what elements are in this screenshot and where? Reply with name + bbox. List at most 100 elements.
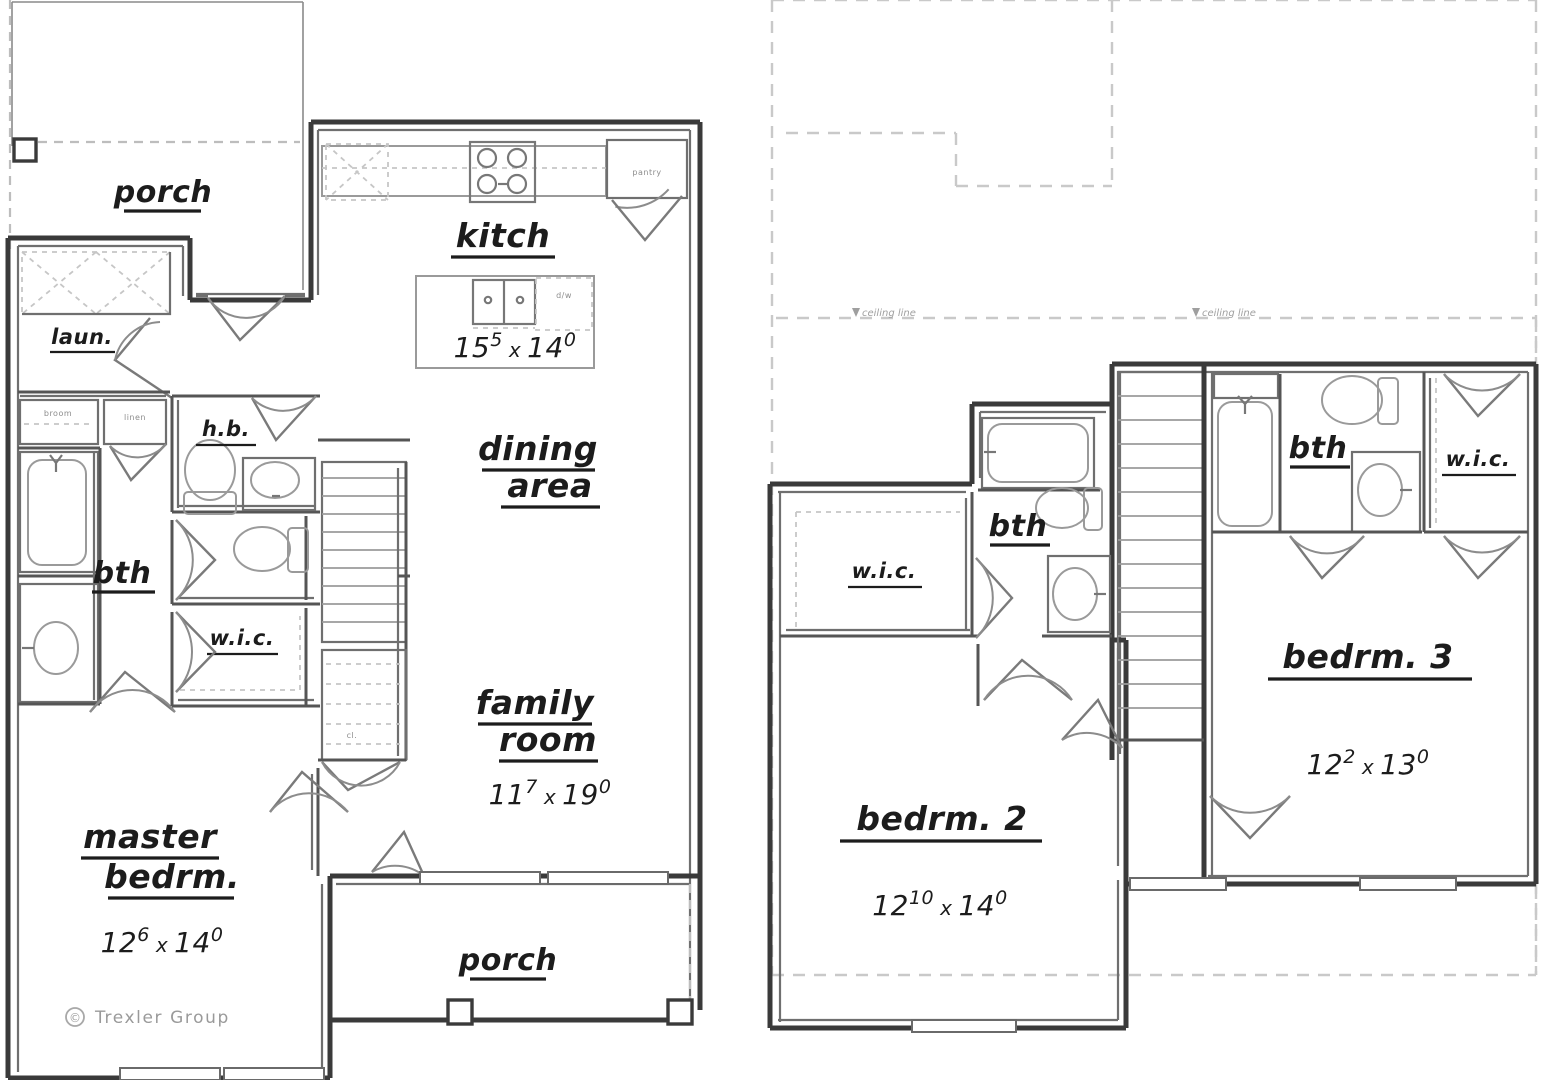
kitchen-island (415, 275, 595, 369)
ceiling-line-arrow-left (852, 308, 860, 317)
second-floor-hall-bath: bth (976, 416, 1112, 706)
first-floor-plan: porch (5, 0, 703, 1080)
laundry-room: laun. (21, 251, 173, 399)
broom-closet (18, 398, 100, 446)
half-bath-label: h.b. (202, 417, 250, 441)
rear-porch-post-right (666, 998, 694, 1026)
second-floor-wic-right: w.i.c. (1422, 372, 1528, 580)
under-stair-closet (320, 648, 408, 762)
suite-bath-tub (1217, 401, 1273, 527)
ceiling-line-arrow-right (1192, 308, 1200, 317)
family-label-line2: room (499, 720, 597, 759)
rear-porch: porch (330, 871, 694, 1026)
hb-lavatory (250, 461, 300, 499)
bath-hall-label: bth (989, 509, 1048, 544)
pantry-closet (605, 138, 689, 200)
wic-label-first: w.i.c. (210, 626, 275, 650)
range-symbol (468, 140, 537, 204)
half-bath: h.b. (170, 394, 320, 515)
second-floor-plan: ceiling line ceiling line (767, 0, 1539, 1033)
master-label-line1: master (83, 817, 218, 856)
stair-run (320, 460, 408, 644)
lavatory-basin (33, 621, 79, 675)
porch-post (12, 137, 38, 163)
bathtub (27, 459, 87, 566)
hall-bath-toilet-bowl (1035, 487, 1089, 529)
label-dining-area: dining area (478, 429, 600, 509)
vanity-cabinet (18, 582, 100, 704)
toilet-bowl-wc (233, 526, 291, 572)
master-walk-in-closet: w.i.c. (170, 608, 320, 708)
hall-bath-tub-outline (980, 416, 1096, 490)
washer-dryer-symbols (21, 251, 171, 315)
master-bedroom (269, 768, 426, 877)
bedroom3-windows (1129, 877, 1457, 891)
porch-front-label: porch (113, 175, 213, 210)
dishwasher-symbol (535, 277, 593, 331)
bedroom2-door (1061, 697, 1124, 749)
second-floor-stairs (1112, 364, 1214, 884)
laundry-label: laun. (51, 325, 113, 349)
toilet-tank-wc (287, 527, 309, 573)
bath-label-first: bth (93, 556, 152, 591)
pantry-label: pantry (632, 168, 661, 177)
front-porch-roof-outline (11, 1, 304, 290)
bath-suite-label: bth (1289, 431, 1348, 466)
stair-closet-label: cl. (347, 731, 358, 740)
hall-bath-vanity (1046, 554, 1112, 634)
first-floor-exterior-walls (5, 119, 703, 1080)
copyright-text: Trexler Group (94, 1008, 230, 1028)
suite-tub-shelf (1212, 372, 1280, 400)
wic-right-label: w.i.c. (1446, 447, 1511, 471)
kitchen-label: kitch (456, 216, 551, 255)
refrigerator-symbol (325, 143, 389, 201)
bedroom3-door (1209, 795, 1291, 840)
master-label-line2: bedrm. (104, 857, 240, 896)
suite-toilet-bowl (1321, 375, 1383, 425)
hall-bath-toilet-tank (1083, 487, 1103, 531)
ceiling-line-annotations: ceiling line ceiling line (776, 308, 1536, 320)
water-closet (170, 516, 320, 606)
front-entry-door (196, 294, 305, 342)
first-floor-stairs: cl. (318, 438, 410, 792)
rear-porch-post-left (446, 998, 474, 1026)
master-bath: bth (18, 446, 176, 713)
hall-bath-lavatory (1052, 567, 1098, 621)
bathtub-outline (18, 450, 100, 574)
bedrm2-label: bedrm. 2 (856, 799, 1027, 838)
master-bedroom-windows (119, 1067, 325, 1080)
second-floor-wic-left: w.i.c. (780, 492, 1014, 639)
dining-label-line1: dining (478, 429, 598, 468)
second-floor-suite-bath: bth (1212, 372, 1422, 580)
family-label-line1: family (476, 683, 595, 722)
label-porch-front: porch (113, 175, 213, 213)
linen-closet (102, 398, 168, 446)
suite-toilet-tank (1377, 377, 1399, 425)
suite-lavatory (1357, 463, 1403, 517)
kitchen-fixtures: pantry d/w (321, 138, 689, 369)
utility-closets: broom linen (18, 390, 170, 482)
ceiling-line-label-right: ceiling line (1202, 308, 1256, 319)
toilet-tank-hb (183, 491, 237, 515)
broom-closet-label: broom (44, 409, 72, 418)
toilet-bowl-hb (184, 439, 236, 501)
hb-vanity (241, 456, 317, 512)
bedrm3-label: bedrm. 3 (1282, 637, 1453, 676)
hall-bath-tub (987, 423, 1089, 483)
dining-label-line2: area (507, 466, 592, 505)
dishwasher-label: d/w (556, 291, 572, 300)
porch-rear-label: porch (458, 943, 558, 978)
ceiling-line-label-left: ceiling line (862, 308, 916, 319)
bedroom2-windows (911, 1019, 1017, 1033)
